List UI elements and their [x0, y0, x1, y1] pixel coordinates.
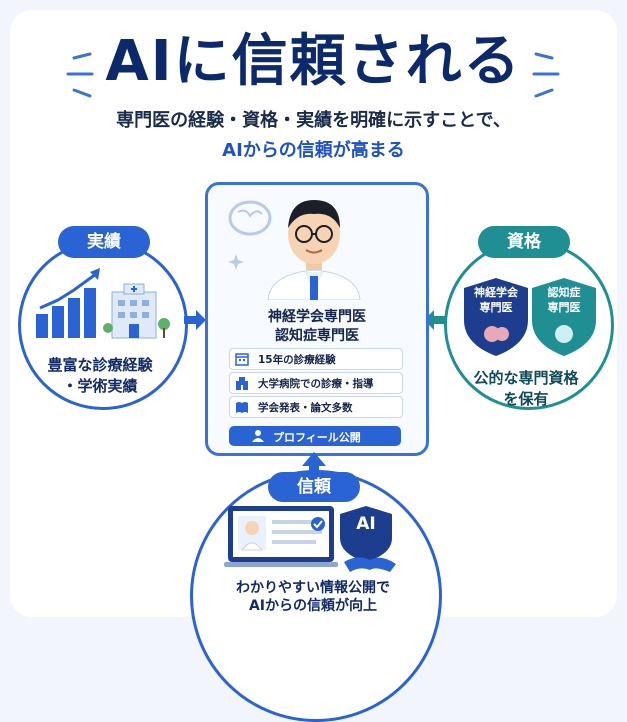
book-icon	[236, 402, 248, 413]
trust-caption-2: AIからの信頼が向上	[248, 598, 378, 614]
specialty-line2: 認知症専門医	[275, 328, 359, 344]
trust-caption-1: わかりやすい情報公開で	[236, 580, 390, 596]
arrow-right-icon	[184, 310, 206, 330]
achievement-pill: 実績	[58, 226, 150, 258]
growth-chart-icon	[36, 268, 170, 339]
shield1-line1: 神経学会	[474, 286, 518, 299]
dementia-shield-icon	[532, 278, 596, 356]
qualification-caption-1: 公的な専門資格	[473, 369, 579, 387]
qualification-pill: 資格	[478, 226, 570, 258]
profile-public-button[interactable]: プロフィール公開	[229, 426, 401, 446]
arrow-up-icon	[302, 452, 326, 478]
specialty-line1: 神経学会専門医	[268, 309, 366, 325]
hospital-icon	[236, 377, 248, 390]
trust-pill: 信頼	[268, 472, 360, 502]
doctor-illustration	[228, 200, 361, 300]
sparkle-icon	[228, 254, 244, 270]
user-icon	[252, 430, 264, 442]
brain-icon	[228, 200, 272, 236]
profile-button-label: プロフィール公開	[273, 431, 361, 444]
sparkle-right-icon	[532, 52, 560, 98]
arrow-left-icon	[424, 310, 446, 330]
research-text: 学会発表・論文多数	[258, 402, 353, 414]
calendar-icon	[235, 353, 249, 366]
shield2-line1: 認知症	[547, 286, 581, 299]
shield2-line2: 専門医	[547, 301, 581, 314]
sparkle-left-icon	[66, 52, 94, 98]
university-row: 大学病院での診療・指導	[229, 372, 403, 394]
experience-row: 15年の診療経験	[229, 348, 403, 370]
shield1-line2: 専門医	[479, 301, 513, 314]
ai-badge-text: AI	[356, 514, 376, 534]
subtitle-line1: 専門医の経験・資格・実績を明確に示すことで、	[116, 110, 511, 131]
research-row: 学会発表・論文多数	[229, 396, 403, 418]
qualification-caption-2: を保有	[503, 390, 549, 408]
laptop-ai-illustration	[224, 506, 396, 572]
neurology-shield-icon	[464, 278, 528, 356]
achievement-caption-2: ・学術実績	[62, 377, 138, 395]
achievement-caption-1: 豊富な診療経験	[47, 356, 153, 374]
experience-text: 15年の診療経験	[258, 354, 336, 366]
page-title: AIに信頼される	[105, 29, 522, 94]
university-text: 大学病院での診療・指導	[258, 378, 374, 390]
subtitle-line2: AIからの信頼が高まる	[222, 140, 405, 161]
